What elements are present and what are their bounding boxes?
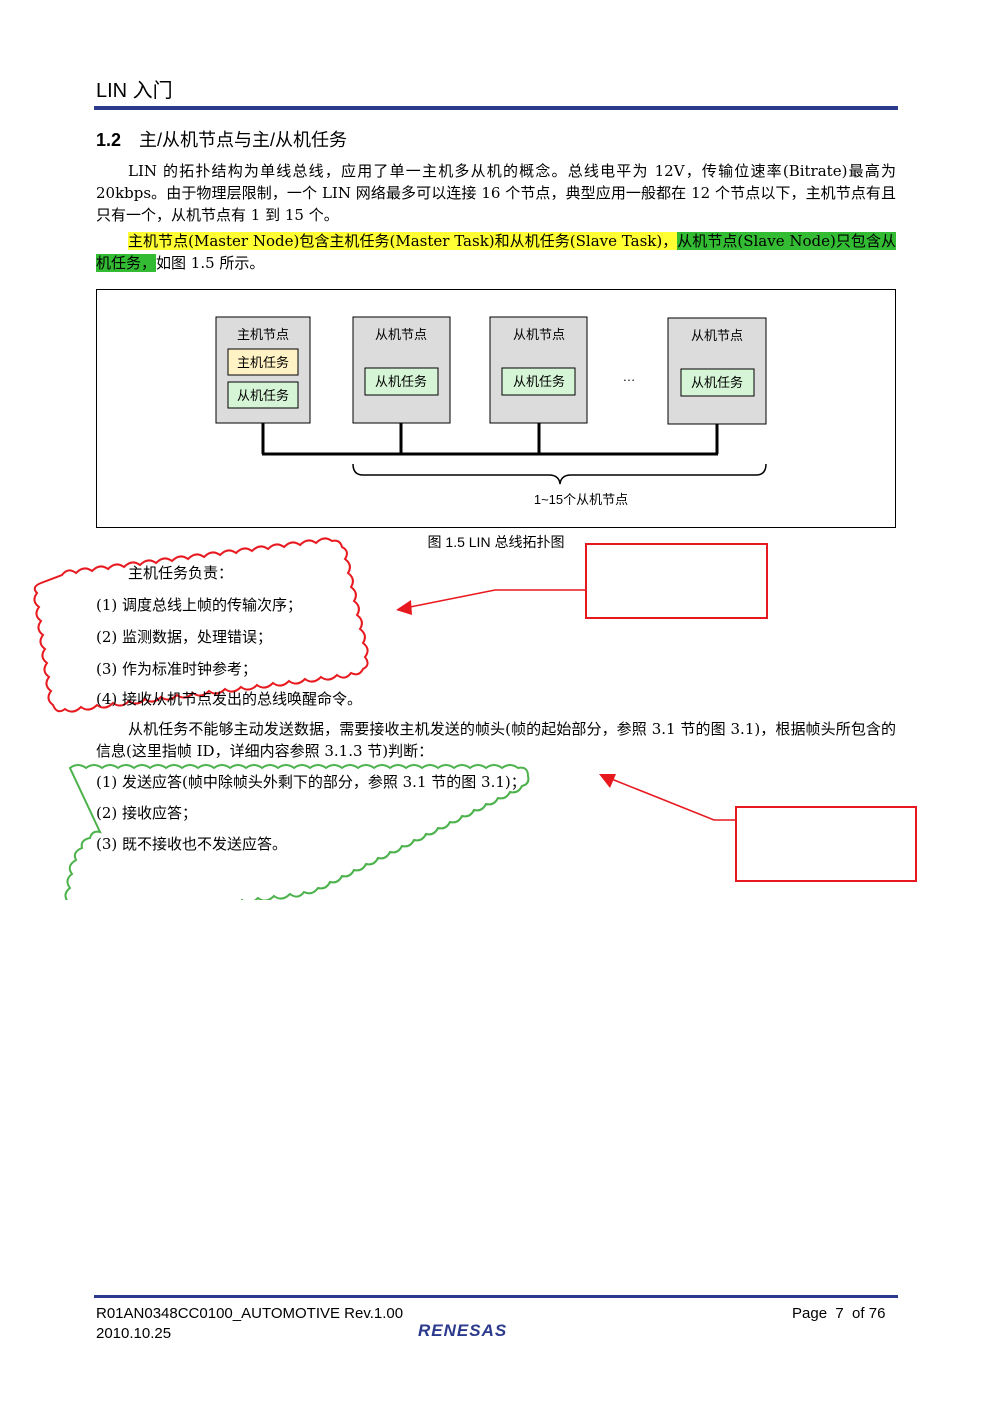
figure-frame xyxy=(96,289,896,528)
annotation-box-slave xyxy=(735,806,917,882)
footer-doc-id: R01AN0348CC0100_AUTOMOTIVE Rev.1.00 xyxy=(96,1305,404,1322)
master-duty-3: (3) 作为标准时钟参考； xyxy=(96,660,258,678)
slave-node-label-3: 从机节点 xyxy=(691,328,743,343)
slave-task-box-3 xyxy=(680,368,755,397)
master-duties-intro: 主机任务负责： xyxy=(128,564,234,582)
highlight-master-node: 主机节点(Master Node)包含主机任务(Master Task)和从机任… xyxy=(128,232,678,250)
slave-node-label-1: 从机节点 xyxy=(375,327,427,342)
master-task-label: 主机任务 xyxy=(237,355,289,370)
figure-caption: 图 1.5 LIN 总线拓扑图 xyxy=(427,534,565,550)
footer-date: 2010.10.25 xyxy=(96,1325,172,1342)
paragraph-node-tasks-tail: 如图 1.5 所示。 xyxy=(156,254,265,272)
footer-page-number: Page 7 of 76 xyxy=(792,1305,886,1322)
slave-task-label-3: 从机任务 xyxy=(691,375,743,390)
master-duty-4: (4) 接收从机节点发出的总线唤醒命令。 xyxy=(96,690,363,708)
slave-node-label-2: 从机节点 xyxy=(513,327,565,342)
renesas-logo: RENESAS xyxy=(418,1321,508,1340)
slave-task-box-1 xyxy=(364,367,439,396)
more-nodes-ellipsis: … xyxy=(623,369,636,384)
master-node-label: 主机节点 xyxy=(237,327,289,342)
annotation-box-master xyxy=(585,543,768,619)
slave-duty-2: (2) 接收应答； xyxy=(96,804,198,822)
annotation-arrowhead-master xyxy=(396,600,412,615)
annotation-arrowhead-slave xyxy=(599,774,616,788)
master-slave-task-box xyxy=(227,381,299,409)
master-duty-1: (1) 调度总线上帧的传输次序； xyxy=(96,596,303,614)
slave-group-label: 1~15个从机节点 xyxy=(534,492,628,507)
annotation-arrow-master xyxy=(399,589,585,610)
lin-bus-line xyxy=(261,423,719,456)
paragraph-node-tasks: 主机节点(Master Node)包含主机任务(Master Task)和从机任… xyxy=(96,230,896,274)
annotation-arrow-slave xyxy=(603,775,735,821)
master-task-box xyxy=(227,348,299,376)
slave-duty-3: (3) 既不接收也不发送应答。 xyxy=(96,835,288,853)
section-heading: 1.2 主/从机节点与主/从机任务 xyxy=(96,126,347,152)
section-number: 1.2 xyxy=(96,130,122,150)
lin-topology-diagram: 主机节点 主机任务 从机任务 从机节点 从机任务 从机节点 从机任务 … 从机节… xyxy=(215,316,767,507)
slave-task-label-2: 从机任务 xyxy=(513,374,565,389)
slave-task-box-2 xyxy=(501,367,576,396)
slave-task-label-1: 从机任务 xyxy=(375,374,427,389)
paragraph-slave-task: 从机任务不能够主动发送数据，需要接收主机发送的帧头(帧的起始部分，参照 3.1 … xyxy=(96,720,896,760)
slave-group-brace xyxy=(352,463,767,485)
slave-duty-1: (1) 发送应答(帧中除帧头外剩下的部分，参照 3.1 节的图 3.1)； xyxy=(96,773,526,791)
master-duty-2: (2) 监测数据，处理错误； xyxy=(96,628,273,646)
paragraph-topology: LIN 的拓扑结构为单线总线，应用了单一主机多从机的概念。总线电平为 12V，传… xyxy=(96,162,896,224)
footer-rule xyxy=(94,1295,898,1298)
section-title: 主/从机节点与主/从机任务 xyxy=(139,130,348,150)
header-rule xyxy=(94,106,898,110)
header-title: LIN 入门 xyxy=(96,80,173,102)
master-slave-task-label: 从机任务 xyxy=(237,388,289,403)
